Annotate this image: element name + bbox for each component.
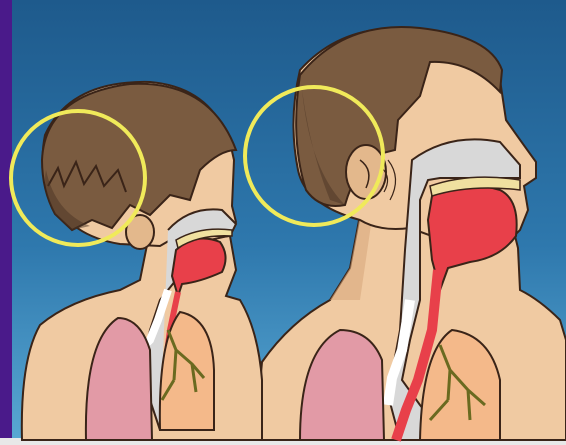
left-bar [0,0,12,445]
